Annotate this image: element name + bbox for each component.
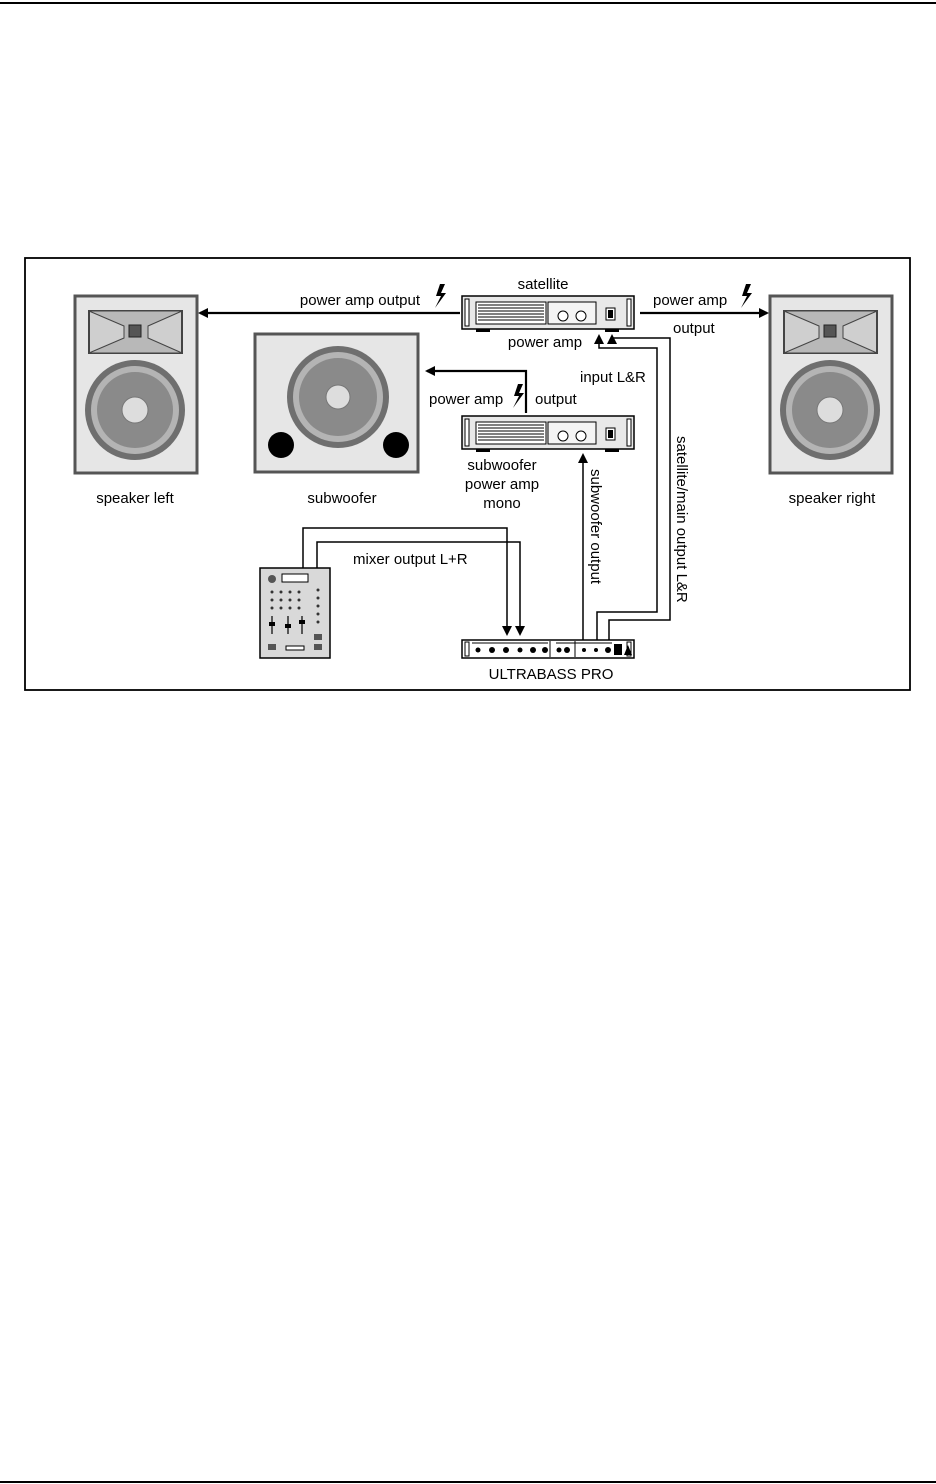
label-output-right: output: [673, 320, 716, 337]
label-subwoofer: subwoofer: [307, 490, 376, 507]
label-subwoofer-output: subwoofer output: [587, 469, 604, 585]
label-subwoofer-amp-line1: subwoofer: [467, 457, 536, 474]
label-ultrabass-pro: ULTRABASS PRO: [489, 666, 614, 683]
label-speaker-left: speaker left: [96, 490, 174, 507]
speaker-left: [75, 296, 197, 473]
ultrabass-pro-device: [462, 640, 634, 658]
label-satellite-main-output: satellite/main output L&R: [673, 436, 690, 603]
subwoofer-power-amp: [462, 416, 634, 452]
label-sub-power-amp: power amp: [429, 391, 503, 408]
subwoofer-cabinet: [255, 334, 418, 472]
label-power-amp-right: power amp: [653, 292, 727, 309]
label-mixer-output: mixer output L+R: [353, 551, 468, 568]
satellite-power-amp: [462, 296, 634, 332]
label-subwoofer-amp-line2: power amp: [465, 476, 539, 493]
speaker-right: [770, 296, 892, 473]
label-power-amp-output-left: power amp output: [300, 292, 421, 309]
label-satellite: satellite: [518, 276, 569, 293]
label-sub-output: output: [535, 391, 578, 408]
label-input-lr: input L&R: [580, 369, 646, 386]
label-satellite-power-amp: power amp: [508, 334, 582, 351]
mixer-device: [260, 568, 330, 658]
label-subwoofer-amp-line3: mono: [483, 495, 521, 512]
label-speaker-right: speaker right: [789, 490, 877, 507]
